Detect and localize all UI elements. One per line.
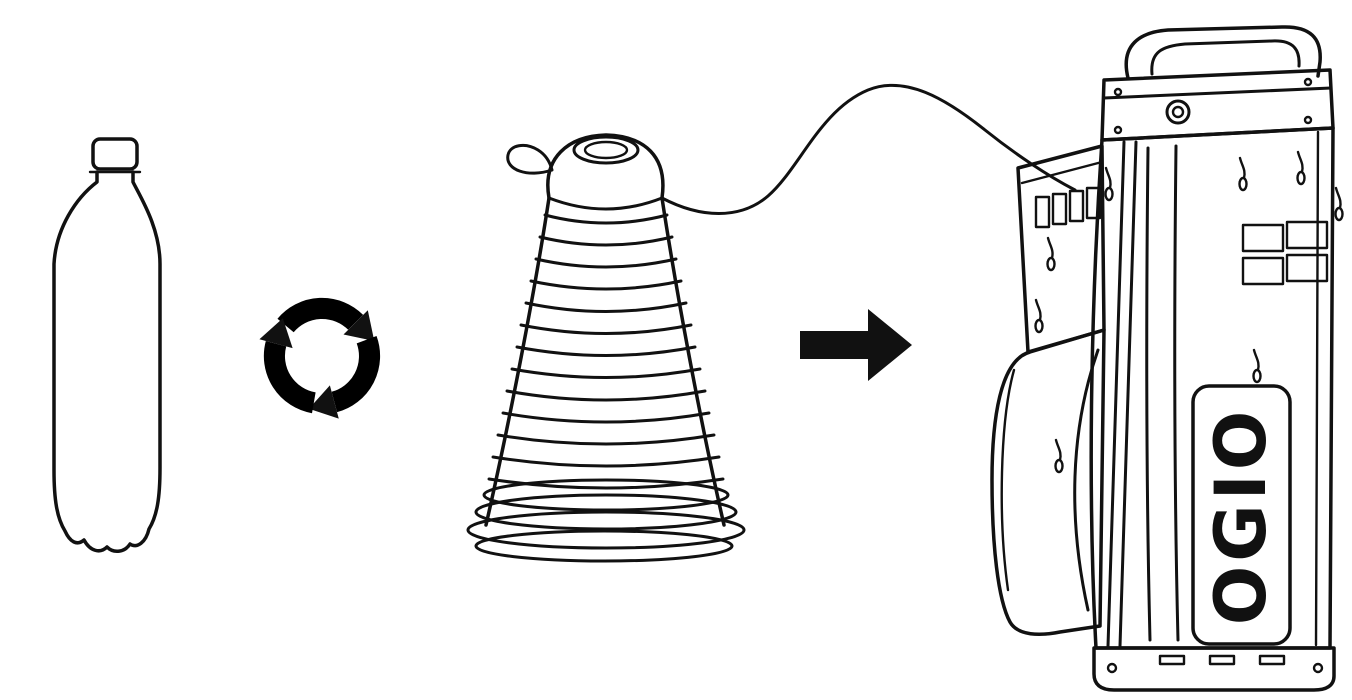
cone-base-loops [466,478,746,563]
bag-body [1089,126,1335,650]
right-arrow-icon [800,309,912,381]
bag-upper-pocket [1016,144,1106,354]
bottle-cap [91,137,139,171]
bag-velcro-patches [1241,220,1329,286]
thread-end-loop [506,143,554,175]
thread-cone-icon [466,83,1077,563]
ogio-panel-border [1191,384,1292,646]
bag-base [1092,646,1336,692]
bag-zipper-pulls [1034,150,1344,474]
recycle-arrow-2 [308,336,381,419]
plastic-bottle-icon [52,137,162,553]
ogio-logo-text: OGIO [1200,407,1282,626]
recycle-arrow-3 [259,318,317,414]
bag-lower-pocket [990,328,1106,637]
cone-dome [546,133,665,211]
bottle-body [52,170,162,553]
thread-line [660,83,1077,215]
golf-bag-icon: OGIO [990,25,1344,692]
recycle-arrow-1 [277,297,375,341]
arrow-shape [800,309,912,381]
ogio-logo-panel: OGIO [1191,384,1292,646]
bag-left-tube [1106,140,1138,648]
bag-center-panel [1145,144,1180,642]
bag-right-edge-line [1314,130,1320,647]
recycle-icon [259,297,381,419]
bag-handle [1124,25,1322,80]
cone-sides [484,196,726,527]
cone-coils [487,213,725,490]
